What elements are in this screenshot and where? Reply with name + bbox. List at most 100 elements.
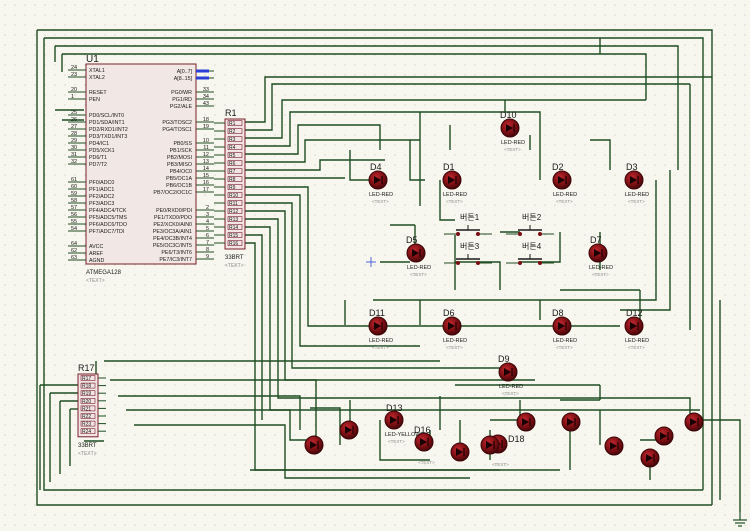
resistor-pin-label: R23	[82, 422, 91, 428]
led-diode-symbol	[630, 322, 637, 330]
led-text-tag: <TEXT>	[592, 272, 609, 277]
mcu-pin-number: 10	[203, 138, 209, 144]
led-text-tag: <TEXT>	[556, 345, 573, 350]
mcu-pin-name: PG0/WR	[171, 90, 192, 96]
button-label: 버튼3	[460, 241, 480, 251]
mcu-pin-number: 60	[71, 184, 77, 190]
resistor-element	[80, 428, 96, 435]
resistor-element	[80, 390, 96, 397]
led-unlabeled[interactable]	[561, 412, 581, 432]
resistor-element	[227, 216, 243, 222]
mcu-pin-name: PB1/SCK	[170, 148, 193, 154]
push-button-3[interactable]: 버튼3	[444, 241, 492, 265]
mcu-pin-name: PD4/IC1	[89, 141, 109, 147]
led-d16[interactable]: D16<TEXT>	[414, 425, 435, 465]
mcu-pin-number: 5	[206, 226, 209, 232]
mcu-pin-name: A[0..7]	[177, 69, 193, 75]
push-button-2[interactable]: 버튼2	[506, 212, 554, 236]
led-type-label: LED-RED	[625, 192, 649, 198]
led-diode-symbol	[522, 418, 529, 426]
push-button-1[interactable]: 버튼1	[444, 212, 492, 236]
led-unlabeled[interactable]	[450, 442, 470, 462]
led-unlabeled[interactable]	[516, 412, 536, 432]
resistor-pin-label: R17	[82, 376, 91, 382]
led-type-label: LED-RED	[499, 384, 523, 390]
button-contact	[518, 232, 522, 236]
resistor-pin-label: R21	[82, 406, 91, 412]
mcu-pin-name: PE6/T3/INT6	[161, 250, 192, 256]
mcu-pin-name: PF5/ADC5/TMS	[89, 215, 127, 221]
led-unlabeled[interactable]	[304, 435, 324, 455]
mcu-pin-number: 13	[203, 159, 209, 165]
resistor-pin-label: R11	[229, 201, 238, 207]
led-unlabeled[interactable]	[480, 435, 500, 455]
led-diode-symbol	[630, 176, 637, 184]
led-diode-symbol	[504, 368, 511, 376]
wire	[118, 395, 301, 430]
wire	[245, 186, 620, 327]
button-contact	[456, 261, 460, 265]
led-diode-symbol	[610, 442, 617, 450]
resistor-pack-r1[interactable]: R1R1R2R3R4R5R6R7R8R9R10R11R12R13R14R15R1…	[214, 108, 246, 269]
mcu-pin-number: 6	[206, 233, 209, 239]
mcu-pin-name: PB3/MISO	[167, 162, 192, 168]
wire	[373, 180, 657, 301]
led-ref-label: D1	[443, 162, 455, 172]
led-diode-symbol	[448, 322, 455, 330]
led-unlabeled[interactable]	[604, 436, 624, 456]
mcu-pin-number: 24	[71, 65, 77, 71]
led-unlabeled[interactable]	[339, 420, 359, 440]
mcu-pin-name: PB4/OC0	[170, 169, 192, 175]
mcu-pin-number: 23	[71, 72, 77, 78]
mcu-pin-name: PF6/ADC6/TDO	[89, 222, 127, 228]
led-diode-symbol	[558, 322, 565, 330]
wire	[360, 124, 381, 150]
mcu-pin-name: PD3/TXD1/INT3	[89, 134, 127, 140]
mcu-pin-name: RESET	[89, 90, 107, 96]
mcu-pin-name: PE3/OC3A/AIN1	[153, 229, 192, 235]
mcu-pin-number: 63	[71, 255, 77, 261]
mcu-pin-number: 9	[206, 254, 209, 260]
mcu-pin-name: PF3/ADC3	[89, 201, 114, 207]
wire	[700, 419, 741, 512]
wire	[55, 45, 679, 170]
led-unlabeled[interactable]	[684, 412, 704, 432]
resistor-element	[80, 382, 96, 389]
mcu-pin-number: 33	[203, 87, 209, 93]
led-diode-symbol	[594, 249, 601, 257]
mcu-pin-number: 55	[71, 219, 77, 225]
resistor-part-label: 33BRT	[225, 255, 244, 261]
led-ref-label: D12	[626, 308, 643, 318]
push-button-4[interactable]: 버튼4	[506, 241, 554, 265]
led-ref-label: D8	[552, 308, 564, 318]
mcu-pin-number: 28	[71, 131, 77, 137]
led-diode-symbol	[646, 454, 653, 462]
resistor-element	[227, 144, 243, 150]
button-contact	[456, 232, 460, 236]
mcu-pin-number: 30	[71, 145, 77, 151]
led-unlabeled[interactable]	[654, 426, 674, 446]
resistor-element	[227, 208, 243, 214]
mcu-pin-number: 34	[203, 94, 209, 100]
resistor-element	[227, 120, 243, 126]
mcu-pin-number: 31	[71, 152, 77, 158]
led-type-label: LED-RED	[625, 338, 649, 344]
led-unlabeled[interactable]	[640, 448, 660, 468]
